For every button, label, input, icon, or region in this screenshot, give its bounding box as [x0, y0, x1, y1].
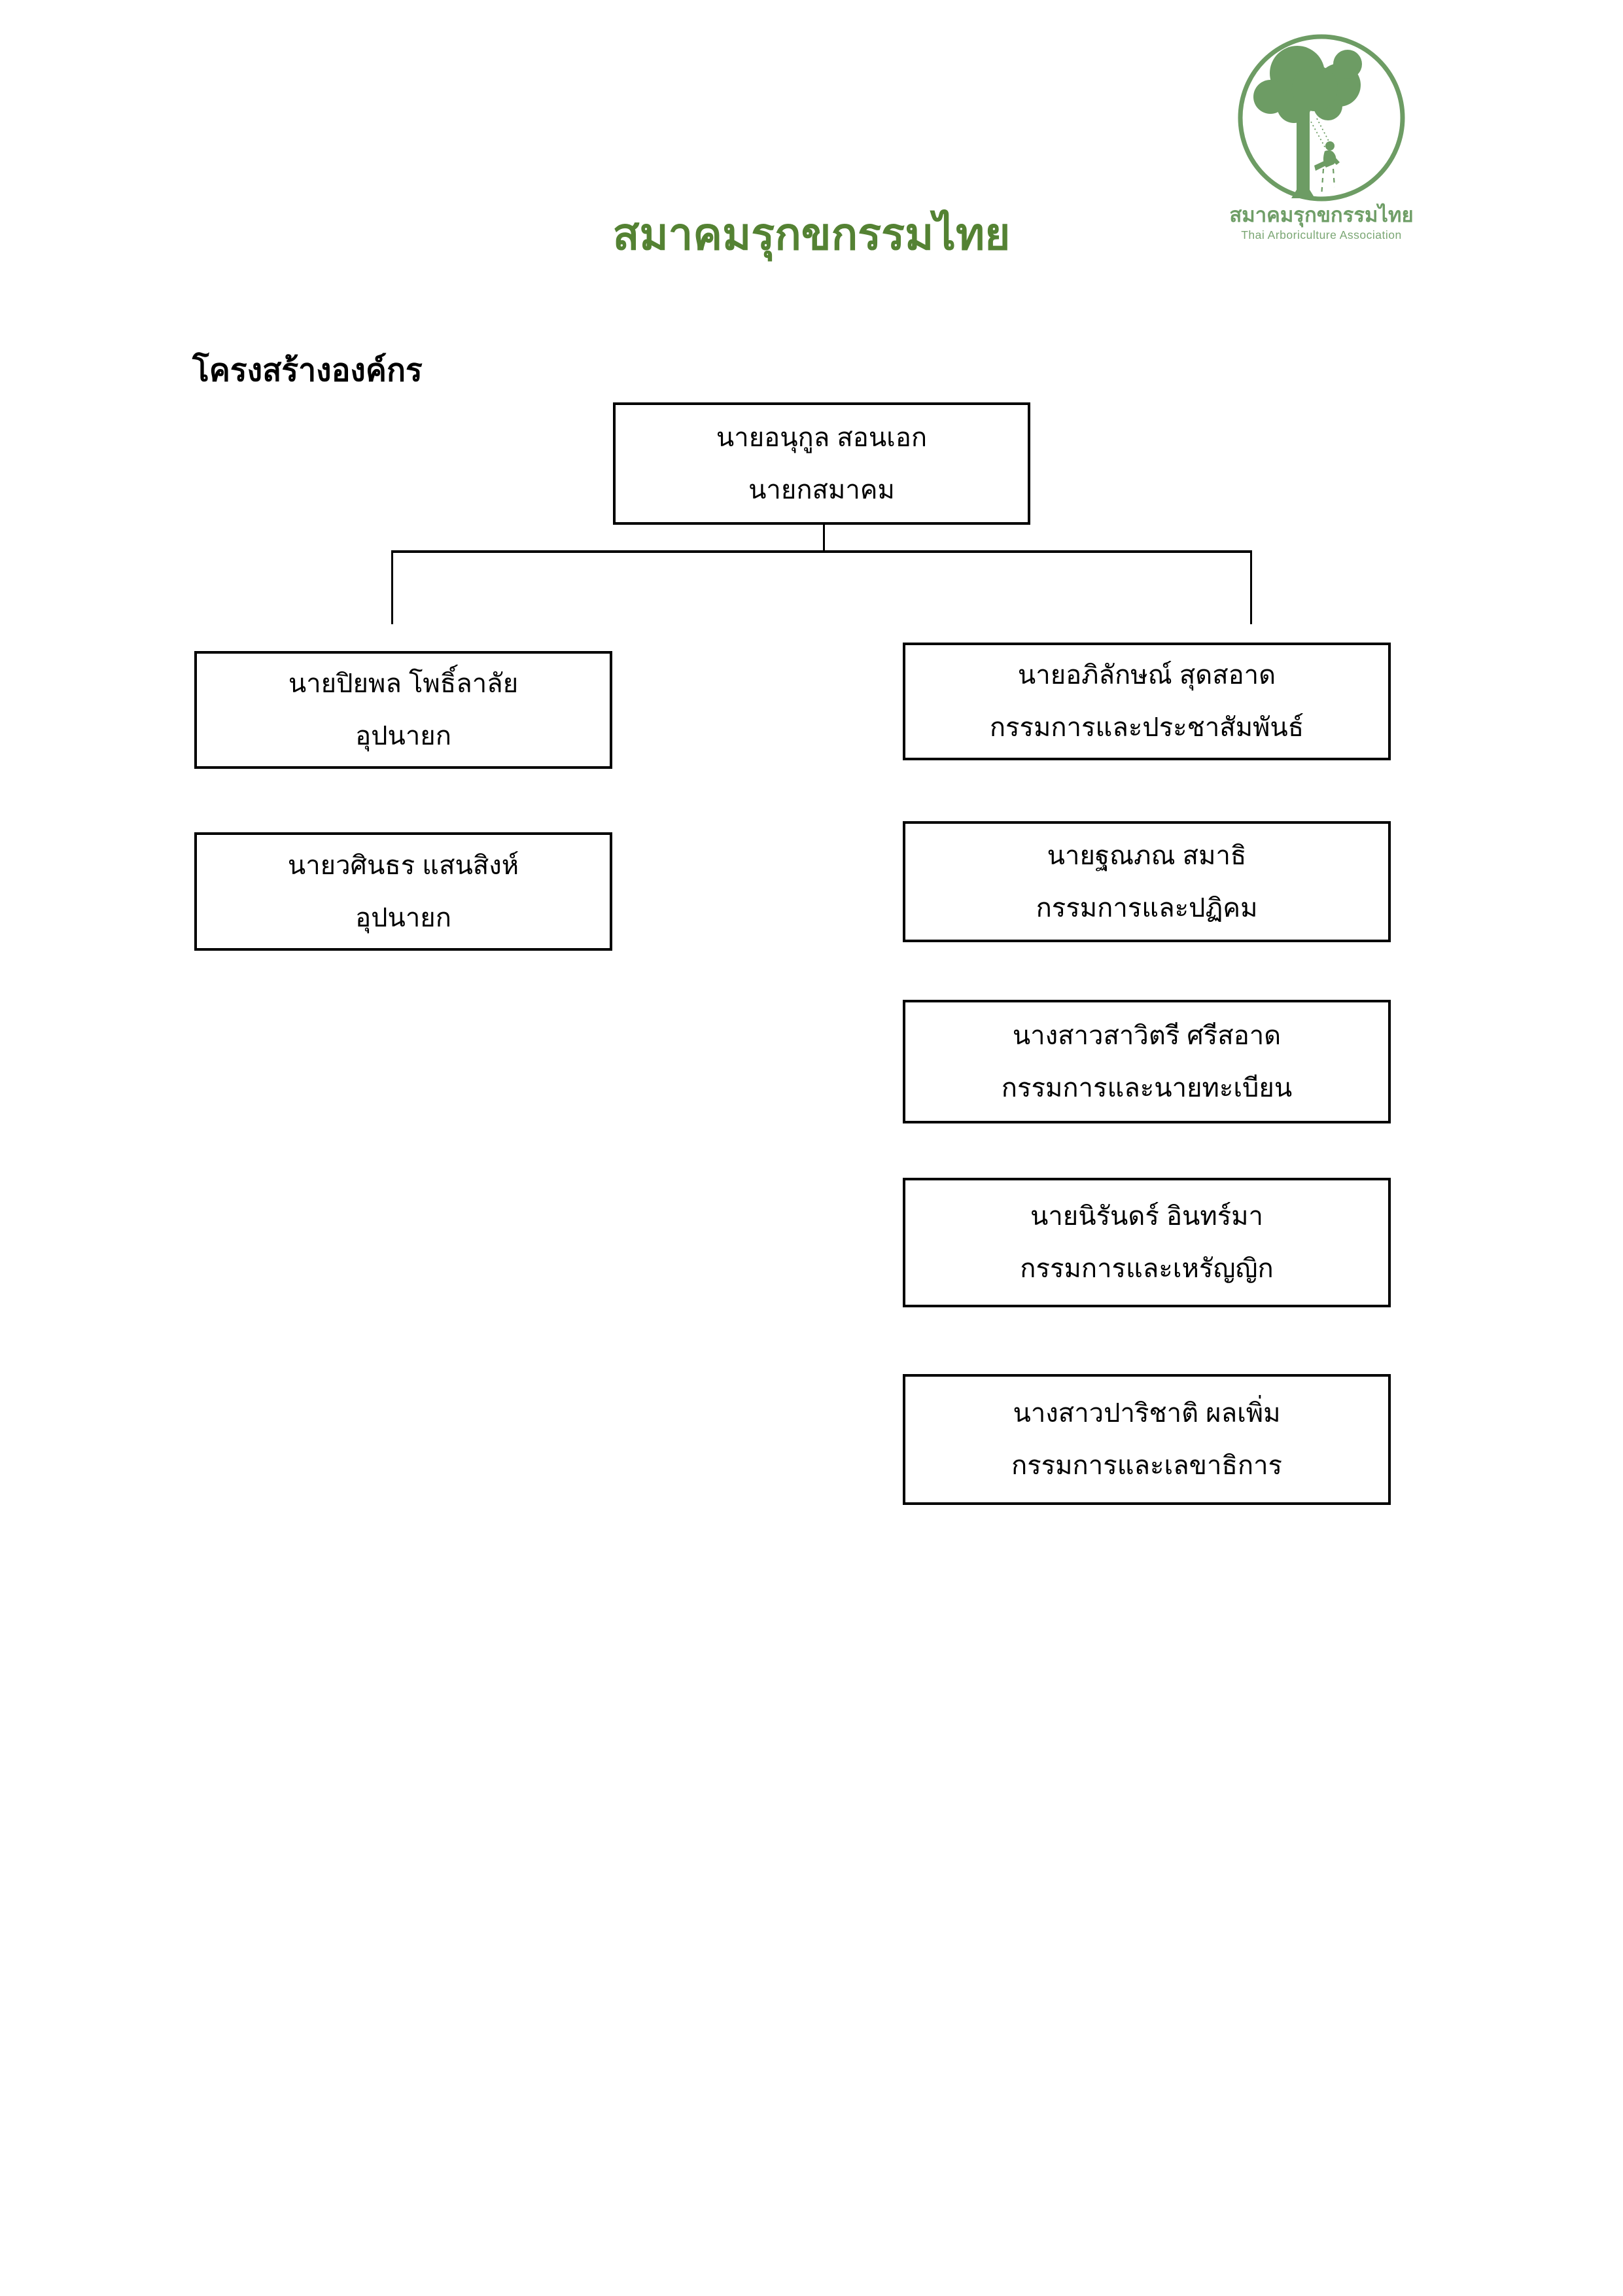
org-box-president: นายอนุกูล สอนเอก นายกสมาคม [613, 402, 1030, 525]
person-role: อุปนายก [355, 903, 451, 932]
org-box-public-relations: นายอภิลักษณ์ สุดสอาด กรรมการและประชาสัมพ… [903, 643, 1391, 760]
person-name: นางสาวปาริชาติ ผลเพิ่ม [1013, 1399, 1281, 1428]
person-name: นายวศินธร แสนสิงห์ [287, 851, 519, 880]
person-role: กรรมการและปฏิคม [1036, 893, 1258, 923]
org-box-secretary: นางสาวปาริชาติ ผลเพิ่ม กรรมการและเลขาธิก… [903, 1374, 1391, 1505]
person-role: กรรมการและเลขาธิการ [1011, 1451, 1283, 1480]
org-box-vice-president-2: นายวศินธร แสนสิงห์ อุปนายก [194, 832, 612, 951]
connector-root-vertical [823, 525, 825, 551]
person-role: กรรมการและประชาสัมพันธ์ [989, 713, 1304, 742]
logo-thai-text: สมาคมรุกขกรรมไทย [1229, 203, 1414, 226]
page-title: สมาคมรุกขกรรมไทย [612, 210, 1011, 259]
connector-horizontal [391, 550, 1252, 553]
connector-left-vertical [391, 550, 393, 624]
person-name: นายฐณภณ สมาธิ [1047, 841, 1247, 870]
org-box-treasurer: นายนิรันดร์ อินทร์มา กรรมการและเหรัญญิก [903, 1178, 1391, 1307]
person-role: กรรมการและนายทะเบียน [1001, 1073, 1293, 1103]
person-role: อุปนายก [355, 722, 451, 751]
association-logo-icon [1238, 34, 1405, 202]
person-role: กรรมการและเหรัญญิก [1020, 1254, 1274, 1283]
org-box-registrar: นางสาวสาวิตรี ศรีสอาด กรรมการและนายทะเบี… [903, 1000, 1391, 1123]
person-name: นายอภิลักษณ์ สุดสอาด [1017, 661, 1276, 690]
connector-right-vertical [1250, 550, 1252, 624]
section-heading: โครงสร้างองค์กร [192, 353, 423, 388]
org-box-reception: นายฐณภณ สมาธิ กรรมการและปฏิคม [903, 821, 1391, 942]
person-name: นายอนุกูล สอนเอก [716, 423, 928, 452]
person-name: นายนิรันดร์ อินทร์มา [1030, 1202, 1264, 1231]
logo-english-text: Thai Arboriculture Association [1241, 228, 1402, 241]
org-box-vice-president-1: นายปิยพล โพธิ์ลาลัย อุปนายก [194, 651, 612, 769]
person-name: นางสาวสาวิตรี ศรีสอาด [1012, 1021, 1282, 1050]
person-role: นายกสมาคม [748, 475, 895, 504]
person-name: นายปิยพล โพธิ์ลาลัย [288, 669, 519, 698]
